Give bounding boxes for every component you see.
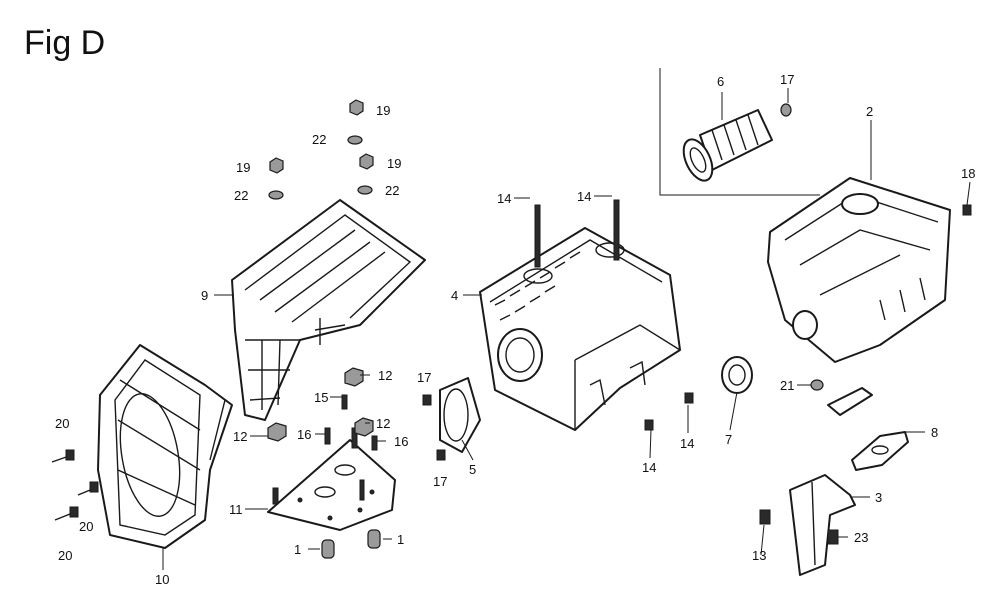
callout-12: 12 [233, 429, 247, 444]
callout-13: 13 [752, 548, 766, 563]
callout-23: 23 [854, 530, 868, 545]
callout-10: 10 [155, 572, 169, 587]
part-tank-gasket [827, 387, 873, 416]
part-muffler-protector [97, 344, 233, 549]
callout-1: 1 [294, 542, 301, 557]
callout-20: 20 [79, 519, 93, 534]
callout-1: 1 [397, 532, 404, 547]
part-mounting-plate [267, 427, 396, 559]
callout-8: 8 [931, 425, 938, 440]
callout-17: 17 [780, 72, 794, 87]
part-fuel-tank [767, 177, 951, 363]
part-muffler [479, 199, 681, 431]
callout-14: 14 [577, 189, 591, 204]
callout-6: 6 [717, 74, 724, 89]
part-bolts [51, 394, 378, 521]
callout-14: 14 [497, 191, 511, 206]
callout-14: 14 [642, 460, 656, 475]
callout-17: 17 [417, 370, 431, 385]
part-gasket [851, 431, 909, 471]
figure-title: Fig D [24, 24, 105, 62]
callout-12: 12 [378, 368, 392, 383]
callout-20: 20 [55, 416, 69, 431]
callout-11: 11 [229, 502, 243, 517]
callout-7: 7 [725, 432, 732, 447]
callout-22: 22 [312, 132, 326, 147]
part-nuts-washers [268, 99, 374, 200]
callout-4: 4 [451, 288, 458, 303]
part-heat-shield [231, 199, 426, 421]
callout-5: 5 [469, 462, 476, 477]
callout-22: 22 [385, 183, 399, 198]
inset-bracket [659, 68, 820, 196]
callout-19: 19 [387, 156, 401, 171]
leader-lines [162, 88, 971, 570]
part-spark-arrester [682, 103, 792, 182]
callout-3: 3 [875, 490, 882, 505]
callout-19: 19 [376, 103, 390, 118]
callouts: 1 1 2 3 4 5 6 7 8 9 10 11 12 12 12 13 14… [55, 72, 975, 587]
part-small-bolts [422, 204, 972, 461]
callout-22: 22 [234, 188, 248, 203]
callout-19: 19 [236, 160, 250, 175]
callout-21: 21 [780, 378, 794, 393]
callout-18: 18 [961, 166, 975, 181]
callout-15: 15 [314, 390, 328, 405]
callout-14: 14 [680, 436, 694, 451]
callout-12: 12 [376, 416, 390, 431]
callout-20: 20 [58, 548, 72, 563]
callout-17: 17 [433, 474, 447, 489]
callout-2: 2 [866, 104, 873, 119]
part-bracket [759, 474, 856, 576]
callout-16: 16 [297, 427, 311, 442]
callout-9: 9 [201, 288, 208, 303]
callout-16: 16 [394, 434, 408, 449]
part-fuel-collar [721, 356, 753, 394]
part-muffler-cover [439, 377, 481, 453]
